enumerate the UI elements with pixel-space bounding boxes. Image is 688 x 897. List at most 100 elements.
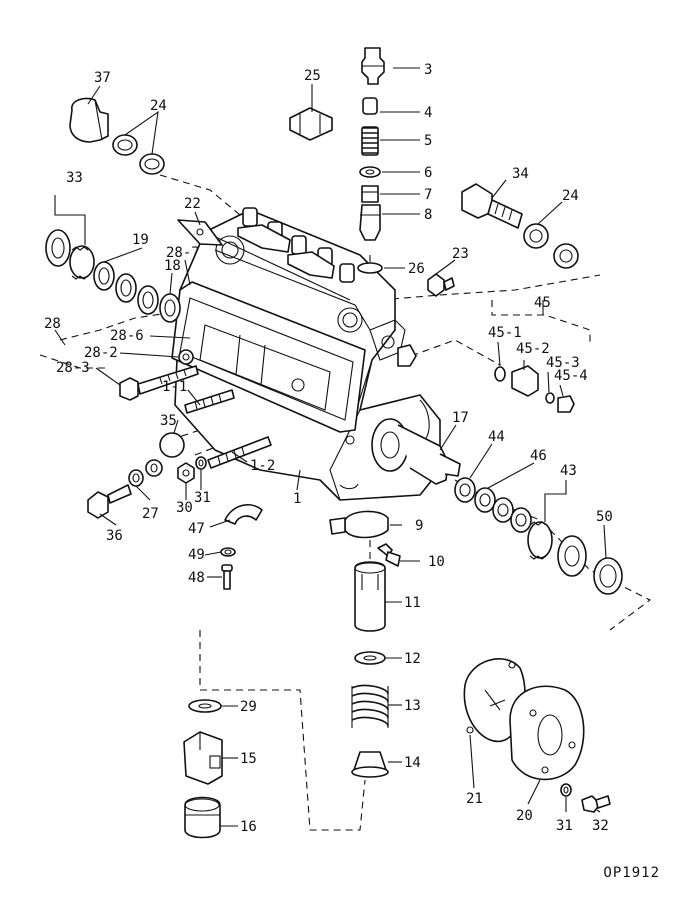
- delivery-valve-stack: [357, 47, 385, 274]
- label-48: 48: [188, 570, 205, 586]
- camshaft-17: [371, 418, 461, 485]
- label-46: 46: [530, 448, 547, 464]
- label-31-left: 31: [194, 490, 211, 506]
- gasket-6: [359, 166, 381, 178]
- label-20: 20: [516, 808, 533, 824]
- label-43: 43: [560, 463, 577, 479]
- fitting-near-housing: [397, 344, 417, 367]
- label-10: 10: [428, 554, 445, 570]
- nut-30: [177, 462, 195, 484]
- plug-16: [184, 796, 221, 839]
- label-18: 18: [164, 258, 181, 274]
- bolt-28-3: [119, 365, 199, 401]
- label-30: 30: [176, 500, 193, 516]
- washer-28-2: [178, 349, 194, 365]
- label-28-6: 28-6: [110, 328, 144, 344]
- label-27: 27: [142, 506, 159, 522]
- washer-49: [220, 547, 236, 557]
- screw-45-2: [511, 365, 539, 397]
- label-17: 17: [452, 410, 469, 426]
- part-labels: 3 4 5 6 7 8 25 37 24 33 19 18 22 28-7 28…: [44, 62, 613, 835]
- label-13: 13: [404, 698, 421, 714]
- assembly-line-governor: [454, 479, 652, 631]
- label-21: 21: [466, 791, 483, 807]
- label-8: 8: [424, 207, 432, 223]
- delivery-valve-holders: [237, 207, 355, 283]
- label-32: 32: [592, 818, 609, 834]
- washer-31-left: [195, 456, 207, 470]
- washer-12: [354, 651, 386, 665]
- assembly-line-45-group: [491, 300, 591, 345]
- assembly-line-lower-left: [199, 630, 366, 831]
- label-33: 33: [66, 170, 83, 186]
- label-6: 6: [424, 165, 432, 181]
- washer-31-right: [560, 783, 572, 797]
- label-5: 5: [424, 133, 432, 149]
- bracket-25: [289, 107, 333, 141]
- label-22: 22: [184, 196, 201, 212]
- group-45: [494, 365, 575, 413]
- assembly-line-28-group-lower: [39, 354, 110, 369]
- washer-44: [454, 477, 476, 503]
- label-24-right: 24: [562, 188, 579, 204]
- valve-spring-seat-4: [362, 97, 378, 115]
- cap-37: [69, 97, 109, 143]
- label-50: 50: [596, 509, 613, 525]
- label-44: 44: [488, 429, 505, 445]
- label-37: 37: [94, 70, 111, 86]
- washer-45-1: [494, 366, 506, 382]
- label-45-1: 45-1: [488, 325, 522, 341]
- flange-20: [509, 685, 585, 781]
- label-4: 4: [424, 105, 432, 121]
- label-26: 26: [408, 261, 425, 277]
- label-28-7: 28-7: [166, 245, 200, 261]
- delivery-valve-7: [361, 185, 379, 203]
- screw-23: [427, 273, 455, 297]
- washer-29: [188, 699, 222, 713]
- washers-24-right: [523, 223, 579, 269]
- spring-seat-14: [351, 751, 389, 778]
- label-45-2: 45-2: [516, 341, 550, 357]
- tappet-9: [329, 510, 389, 539]
- sleeve-11: [354, 561, 386, 632]
- bolt-48: [221, 564, 233, 590]
- clip-47: [224, 504, 263, 525]
- washers-27: [128, 459, 163, 487]
- label-35: 35: [160, 413, 177, 429]
- washers-24-left: [112, 134, 165, 175]
- label-25: 25: [304, 68, 321, 84]
- label-14: 14: [404, 755, 421, 771]
- label-45: 45: [534, 295, 551, 311]
- label-1-1: 1-1: [162, 379, 187, 395]
- label-29: 29: [240, 699, 257, 715]
- gear-33: [45, 229, 95, 280]
- leader-lines: [54, 67, 607, 827]
- assembly-line-right-top: [379, 274, 601, 301]
- bolt-34: [461, 183, 523, 229]
- label-7: 7: [424, 187, 432, 203]
- studs-1-1: [184, 389, 235, 414]
- bolt-36: [87, 484, 132, 519]
- label-28-3: 28-3: [56, 360, 90, 376]
- label-9: 9: [415, 518, 423, 534]
- label-47: 47: [188, 521, 205, 537]
- label-19: 19: [132, 232, 149, 248]
- label-34: 34: [512, 166, 529, 182]
- label-16: 16: [240, 819, 257, 835]
- gear-43: [527, 521, 587, 577]
- washer-45-3: [545, 392, 555, 404]
- label-31-right: 31: [556, 818, 573, 834]
- label-45-3: 45-3: [546, 355, 580, 371]
- bolt-10: [377, 543, 401, 567]
- label-1: 1: [293, 491, 301, 507]
- label-45-4: 45-4: [554, 368, 588, 384]
- assembly-line-top-left: [159, 174, 241, 216]
- shims-46: [474, 487, 532, 533]
- spring-13: [351, 684, 389, 728]
- plate-22: [177, 219, 223, 246]
- drawing-reference-code: OP1912: [603, 865, 660, 881]
- studs-1-2: [207, 436, 272, 469]
- label-11: 11: [404, 595, 421, 611]
